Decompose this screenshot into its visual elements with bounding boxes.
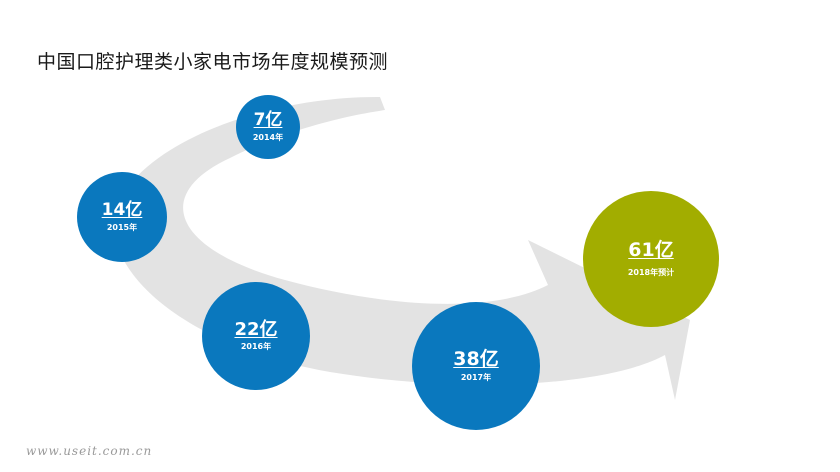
- bubble-year: 2015年: [106, 222, 138, 232]
- bubble-2017: 38亿 2017年: [412, 302, 540, 430]
- page-title: 中国口腔护理类小家电市场年度规模预测: [37, 51, 389, 73]
- bubble-2018: 61亿 2018年预计: [583, 191, 719, 327]
- bubble-value: 22亿: [234, 318, 278, 340]
- bubble-value: 38亿: [453, 348, 499, 371]
- bubble-value: 14亿: [101, 200, 143, 221]
- bubble-year: 2014年: [252, 132, 284, 142]
- bubble-value: 7亿: [253, 110, 283, 131]
- watermark: www.useit.com.cn: [26, 444, 153, 458]
- bubble-value: 61亿: [628, 239, 674, 262]
- bubble-year: 2016年: [240, 342, 272, 352]
- bubble-2016: 22亿 2016年: [202, 282, 310, 390]
- bubble-year: 2018年预计: [627, 267, 675, 277]
- bubble-2014: 7亿 2014年: [236, 95, 300, 159]
- bubble-year: 2017年: [460, 372, 492, 382]
- bubble-2015: 14亿 2015年: [77, 172, 167, 262]
